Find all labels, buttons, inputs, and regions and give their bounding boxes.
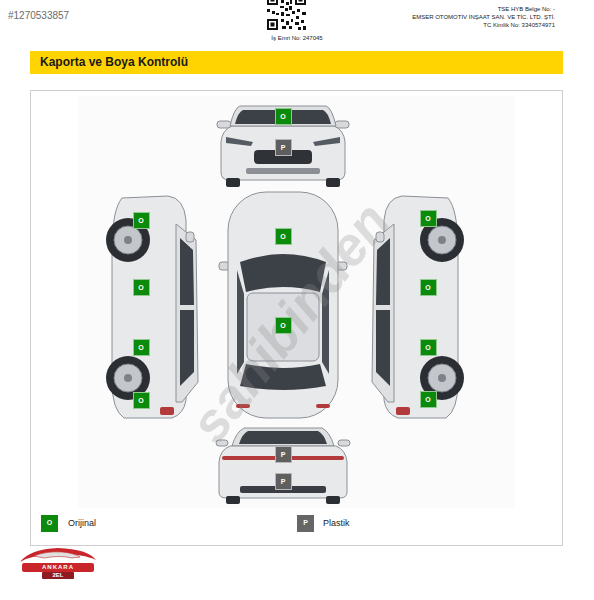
marker-letter: O: [425, 215, 430, 222]
marker-letter: O: [138, 284, 143, 291]
paint-marker: O: [275, 228, 292, 245]
marker-letter: O: [138, 397, 143, 404]
marker-letter: O: [425, 396, 430, 403]
legend-text: Orijinal: [68, 518, 96, 528]
marker-letter: O: [425, 284, 430, 291]
title: Kaporta ve Boya Kontrolü: [40, 56, 188, 70]
marker-letter: P: [281, 144, 286, 151]
paint-marker: O: [275, 108, 292, 125]
legend-text: Plastik: [323, 518, 350, 528]
swatch-letter: O: [47, 519, 52, 527]
marker-letter: O: [280, 322, 285, 329]
paint-marker: O: [133, 279, 150, 296]
paint-marker: P: [275, 473, 292, 490]
header-line: TSE HYB Belge No: -: [498, 6, 555, 13]
marker-letter: P: [281, 451, 286, 458]
work-order: İş Emri No: 247045: [271, 35, 322, 42]
paint-marker: O: [420, 279, 437, 296]
paint-marker: O: [133, 392, 150, 409]
panel-ground: [78, 96, 515, 508]
paint-marker: O: [133, 339, 150, 356]
marker-letter: O: [425, 344, 430, 351]
header-line: TC Kimlik No: 3340574971: [483, 22, 555, 29]
marker-letter: O: [280, 113, 285, 120]
marker-letter: O: [138, 344, 143, 351]
marker-letter: P: [281, 478, 286, 485]
marker-letter: O: [280, 233, 285, 240]
qr-code: [267, 0, 306, 30]
dealer-logo: [20, 548, 96, 579]
paint-marker: O: [420, 339, 437, 356]
car-side-view: [106, 196, 198, 418]
paint-marker: O: [420, 391, 437, 408]
header-line: EMSER OTOMOTİV İNŞAAT SAN. VE TİC. LTD. …: [412, 14, 555, 21]
title-band: Kaporta ve Boya Kontrolü: [30, 51, 563, 74]
car-front-view: [217, 106, 349, 187]
paint-marker: O: [275, 317, 292, 334]
logo-text: ANKARA: [42, 564, 74, 571]
logo-text: 2EL: [52, 572, 63, 579]
swatch-letter: P: [303, 519, 308, 527]
panel: [31, 91, 563, 546]
marker-letter: O: [138, 217, 143, 224]
paint-marker: P: [275, 139, 292, 156]
paint-marker: P: [275, 446, 292, 463]
paint-marker: O: [133, 212, 150, 229]
listing-id: #1270533857: [8, 10, 69, 22]
paint-marker: O: [420, 210, 437, 227]
